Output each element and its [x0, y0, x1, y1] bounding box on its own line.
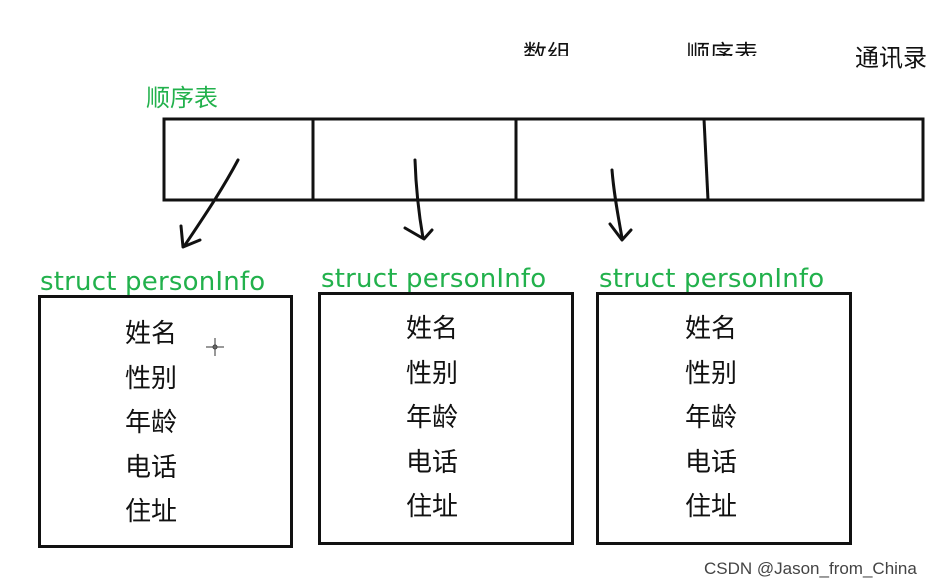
struct-box-3: 姓名 性别 年龄 电话 住址 [596, 292, 852, 545]
field-gender: 性别 [685, 358, 738, 389]
arrow-3 [608, 168, 633, 242]
field-phone: 电话 [125, 452, 178, 483]
struct-box-1: 姓名 性别 年龄 电话 住址 [38, 295, 293, 548]
header-label-seqlist: 顺序表 [686, 40, 758, 56]
arrows [179, 158, 633, 249]
struct-box-2: 姓名 性别 年龄 电话 住址 [318, 292, 574, 545]
struct-label-3: struct personInfo [599, 264, 825, 294]
field-name: 姓名 [406, 314, 459, 344]
field-age: 年龄 [125, 408, 178, 438]
crosshair-cursor-icon [206, 338, 224, 356]
field-name: 姓名 [685, 314, 738, 344]
header-label-array: 数组 [523, 40, 571, 56]
array-outline [162, 117, 925, 202]
arrow-2 [403, 158, 434, 241]
field-list: 姓名 性别 年龄 电话 住址 [685, 307, 737, 530]
field-age: 年龄 [685, 403, 738, 433]
struct-label-1: struct personInfo [40, 267, 266, 297]
field-name: 姓名 [125, 319, 178, 349]
header-label-contacts: 通讯录 [855, 44, 927, 72]
struct-label-2: struct personInfo [321, 264, 547, 294]
field-address: 住址 [406, 492, 459, 522]
watermark-text: CSDN @Jason_from_China [704, 559, 917, 578]
field-address: 住址 [685, 492, 738, 522]
seq-list-title: 顺序表 [146, 84, 218, 112]
field-phone: 电话 [406, 447, 459, 478]
field-list: 姓名 性别 年龄 电话 住址 [406, 307, 458, 530]
field-address: 住址 [125, 497, 178, 527]
field-gender: 性别 [125, 363, 178, 394]
seq-list-array [162, 117, 925, 202]
field-phone: 电话 [685, 447, 738, 478]
field-gender: 性别 [406, 358, 459, 389]
field-age: 年龄 [406, 403, 459, 433]
array-divider-3 [702, 118, 710, 201]
field-list: 姓名 性别 年龄 电话 住址 [125, 312, 177, 535]
arrow-1 [179, 158, 240, 249]
